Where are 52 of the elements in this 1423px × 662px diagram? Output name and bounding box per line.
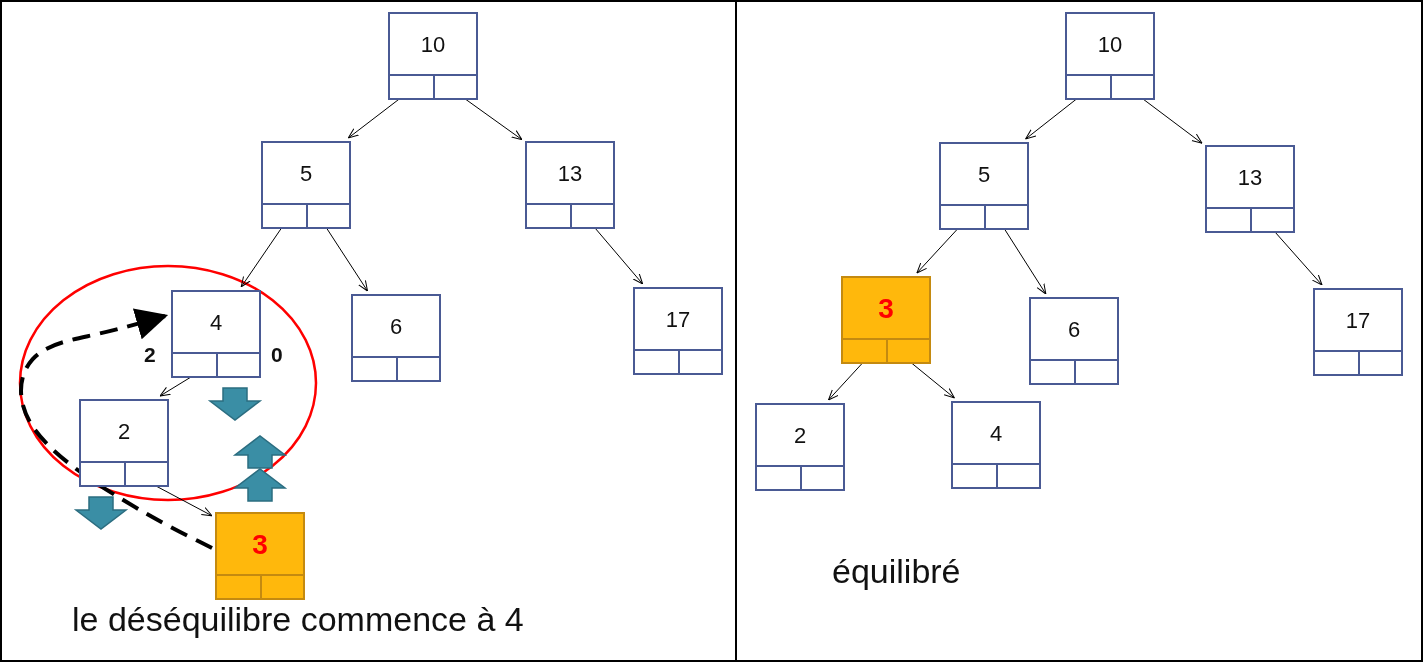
balance-factor: 2 (144, 343, 156, 367)
arrow (1142, 98, 1203, 144)
tree-node-box (388, 12, 478, 100)
node-value: 3 (251, 528, 269, 562)
node-value: 4 (988, 420, 1004, 448)
tree-node-box (79, 399, 169, 487)
node-value: 4 (208, 309, 224, 337)
arrow (827, 362, 863, 401)
tree-node-box (1205, 145, 1295, 233)
tree-node-box (1313, 288, 1403, 376)
arrow (1025, 98, 1077, 140)
caption-text: le déséquilibre commence à 4 (72, 600, 524, 639)
arrow (1004, 228, 1047, 295)
arrow (594, 227, 644, 285)
arrow (347, 98, 400, 139)
panel-frame (0, 0, 737, 662)
node-value: 3 (877, 292, 895, 326)
arrow (1274, 231, 1323, 286)
tree-node-box (525, 141, 615, 229)
node-value: 2 (116, 418, 132, 446)
node-value: 13 (1236, 164, 1264, 192)
node-value: 2 (792, 422, 808, 450)
inserted-node-box (215, 512, 305, 600)
node-value: 5 (976, 161, 992, 189)
tree-node-box (351, 294, 441, 382)
node-value: 10 (1096, 31, 1124, 59)
panel-frame (735, 0, 1423, 662)
inserted-node-box (841, 276, 931, 364)
tree-node-box (951, 401, 1041, 489)
arrow (911, 362, 955, 399)
balance-factor: 0 (271, 343, 283, 367)
node-value: 6 (388, 313, 404, 341)
tree-node-box (171, 290, 261, 378)
tree-node-box (939, 142, 1029, 230)
arrow (326, 227, 369, 292)
caption-text: équilibré (832, 552, 961, 591)
tree-node-box (633, 287, 723, 375)
node-value: 10 (419, 31, 447, 59)
arrow (159, 376, 192, 397)
arrow (240, 227, 282, 288)
tree-node-box (261, 141, 351, 229)
node-value: 17 (1344, 307, 1372, 335)
node-value: 6 (1066, 316, 1082, 344)
node-value: 5 (298, 160, 314, 188)
dashed-arrow (19, 308, 213, 550)
tree-node-box (1029, 297, 1119, 385)
tree-node-box (755, 403, 845, 491)
tree-node-box (1065, 12, 1155, 100)
arrow (916, 228, 958, 274)
node-value: 17 (664, 306, 692, 334)
node-value: 13 (556, 160, 584, 188)
arrow (464, 98, 523, 141)
